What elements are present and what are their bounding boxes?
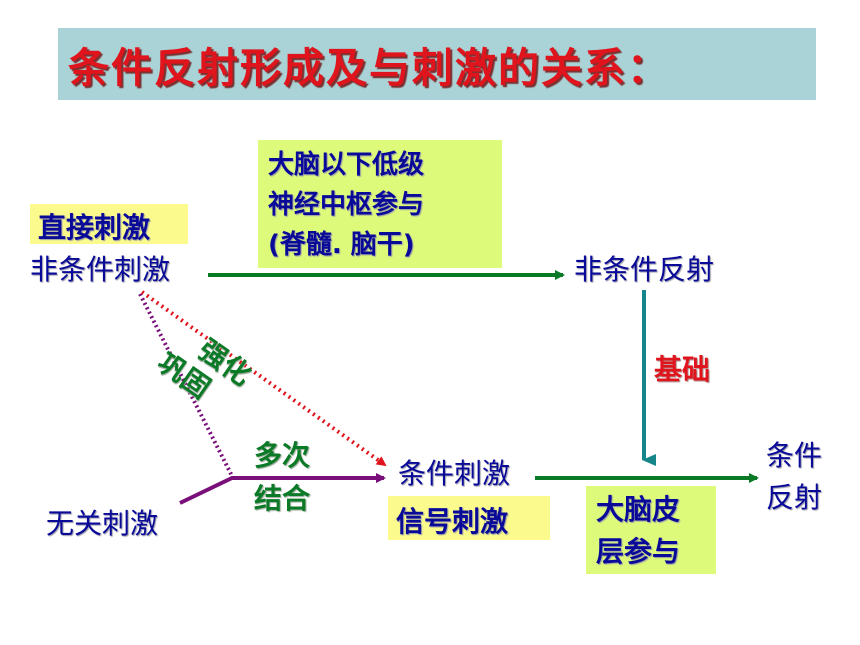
unconditioned-stimulus: 非条件刺激	[30, 253, 171, 286]
foundation-label: 基础	[654, 353, 711, 386]
combination-line2: 结合	[254, 482, 311, 515]
unconditioned-reflex: 非条件反射	[574, 253, 715, 286]
cortex-box	[586, 486, 716, 574]
title-banner	[58, 28, 816, 100]
direct-stimulus-box	[30, 204, 188, 244]
lower-centers-line3: (脊髓. 脑干)	[268, 230, 415, 260]
lower-centers-line1: 大脑以下低级	[268, 150, 425, 180]
conditioned-reflex-line1: 条件	[766, 439, 823, 472]
arrow-irrelevant	[179, 473, 386, 505]
combination-line1: 多次	[254, 439, 311, 472]
signal-stimulus: 信号刺激	[396, 505, 509, 538]
dotted-purple-line	[138, 293, 234, 477]
dotted-red-arrow	[140, 290, 387, 467]
direct-stimulus: 直接刺激	[38, 211, 151, 244]
conditioned-reflex-line2: 反射	[766, 481, 823, 514]
conditioned-stimulus: 条件刺激	[398, 457, 511, 490]
cortex-line1: 大脑皮	[596, 493, 681, 526]
irrelevant-stimulus: 无关刺激	[46, 507, 159, 540]
signal-stimulus-box	[388, 496, 550, 540]
page-title: 条件反射形成及与刺激的关系：	[68, 44, 670, 92]
cortex-line2: 层参与	[596, 535, 681, 568]
lower-centers-box	[258, 140, 502, 268]
lower-centers-line2: 神经中枢参与	[268, 190, 425, 220]
